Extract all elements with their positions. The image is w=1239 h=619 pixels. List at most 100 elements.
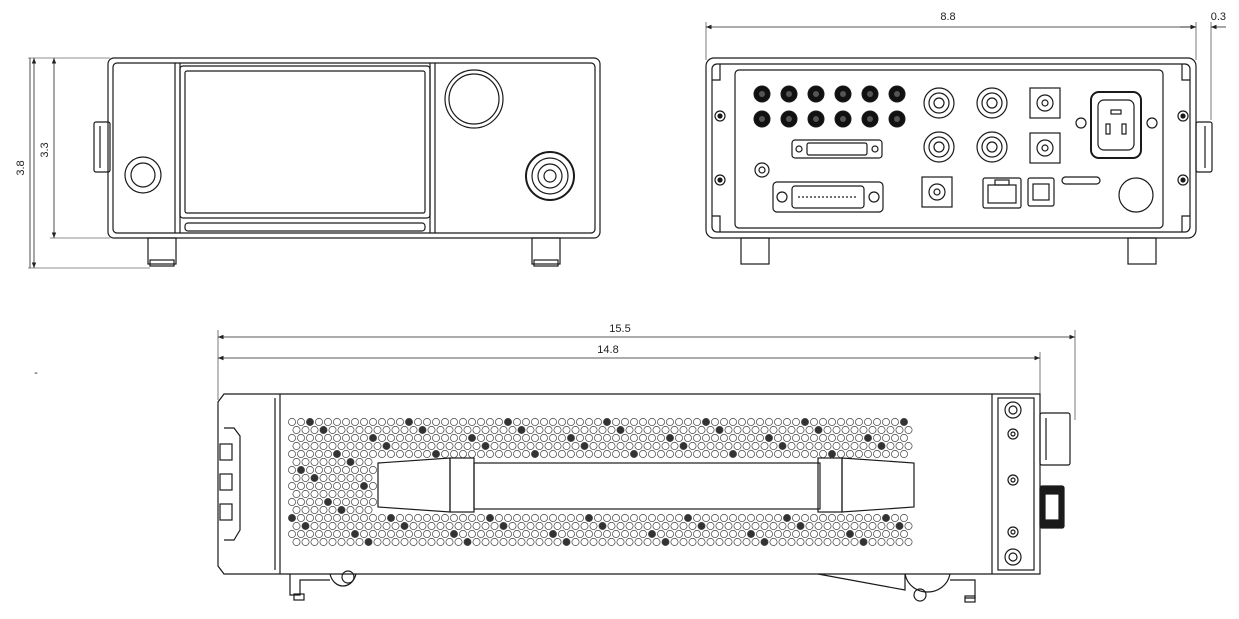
vent-hole bbox=[306, 450, 314, 458]
vent-hole bbox=[459, 418, 467, 426]
vent-hole bbox=[436, 538, 445, 546]
vent-hole bbox=[387, 450, 395, 458]
vent-hole bbox=[526, 538, 535, 546]
vent-hole bbox=[369, 498, 377, 506]
vent-hole bbox=[805, 442, 814, 450]
vent-hole bbox=[904, 522, 913, 530]
vent-hole bbox=[697, 522, 706, 530]
vent-hole bbox=[427, 538, 436, 546]
vent-hole bbox=[747, 514, 755, 522]
vent-hole bbox=[819, 434, 827, 442]
vent-hole bbox=[490, 426, 499, 434]
vent-hole bbox=[315, 514, 323, 522]
vent-hole bbox=[819, 418, 827, 426]
vent-hole bbox=[562, 426, 571, 434]
vent-hole bbox=[733, 538, 742, 546]
vent-hole bbox=[319, 458, 328, 466]
vent-hole bbox=[310, 490, 319, 498]
vent-hole bbox=[607, 442, 616, 450]
vent-hole bbox=[711, 514, 719, 522]
vent-hole bbox=[666, 450, 674, 458]
vent-hole bbox=[679, 538, 688, 546]
vent-hole bbox=[553, 538, 562, 546]
vent-hole bbox=[769, 522, 778, 530]
vent-hole bbox=[684, 530, 692, 538]
vent-hole bbox=[774, 434, 782, 442]
vent-hole bbox=[306, 482, 314, 490]
vent-hole bbox=[391, 426, 400, 434]
vent-hole bbox=[657, 530, 665, 538]
vent-hole bbox=[886, 426, 895, 434]
vent-hole bbox=[580, 426, 589, 434]
vent-hole bbox=[661, 442, 670, 450]
vent-hole bbox=[801, 450, 809, 458]
vent-hole bbox=[486, 434, 494, 442]
ventilation-grille bbox=[288, 418, 913, 546]
vent-hole bbox=[535, 522, 544, 530]
vent-hole bbox=[364, 442, 373, 450]
vent-hole bbox=[684, 418, 692, 426]
vent-hole bbox=[724, 442, 733, 450]
vent-hole bbox=[396, 514, 404, 522]
vent-hole bbox=[738, 514, 746, 522]
vent-hole bbox=[378, 418, 386, 426]
vent-hole bbox=[441, 514, 449, 522]
vent-hole bbox=[522, 530, 530, 538]
vent-hole bbox=[292, 538, 301, 546]
vent-hole bbox=[607, 426, 616, 434]
vent-hole bbox=[751, 538, 760, 546]
vent-hole bbox=[639, 418, 647, 426]
vent-hole bbox=[292, 522, 301, 530]
vent-hole bbox=[778, 522, 787, 530]
vent-hole bbox=[495, 450, 503, 458]
vent-hole bbox=[702, 418, 710, 426]
vent-hole bbox=[441, 450, 449, 458]
vent-hole bbox=[342, 530, 350, 538]
vent-hole bbox=[405, 514, 413, 522]
vent-hole bbox=[409, 442, 418, 450]
vent-hole bbox=[706, 426, 715, 434]
vent-hole bbox=[693, 514, 701, 522]
vent-hole bbox=[481, 442, 490, 450]
vent-hole bbox=[792, 434, 800, 442]
vent-hole bbox=[589, 538, 598, 546]
vent-hole bbox=[400, 538, 409, 546]
vent-hole bbox=[873, 530, 881, 538]
vent-hole bbox=[760, 442, 769, 450]
vent-hole bbox=[684, 434, 692, 442]
vent-hole bbox=[837, 530, 845, 538]
vent-hole bbox=[697, 426, 706, 434]
vent-hole bbox=[711, 434, 719, 442]
vent-hole bbox=[900, 434, 908, 442]
vent-hole bbox=[778, 538, 787, 546]
vent-hole bbox=[603, 434, 611, 442]
vent-hole bbox=[738, 434, 746, 442]
vent-hole bbox=[432, 450, 440, 458]
vent-hole bbox=[810, 418, 818, 426]
vent-hole bbox=[459, 514, 467, 522]
vent-hole bbox=[819, 450, 827, 458]
vent-hole bbox=[589, 442, 598, 450]
vent-hole bbox=[468, 418, 476, 426]
vent-hole bbox=[288, 498, 296, 506]
vent-hole bbox=[544, 426, 553, 434]
vent-hole bbox=[724, 522, 733, 530]
vent-hole bbox=[549, 434, 557, 442]
vent-hole bbox=[589, 426, 598, 434]
vent-hole bbox=[567, 450, 575, 458]
vent-hole bbox=[661, 522, 670, 530]
vent-hole bbox=[328, 426, 337, 434]
vent-hole bbox=[630, 514, 638, 522]
vent-hole bbox=[342, 418, 350, 426]
vent-hole bbox=[400, 522, 409, 530]
vent-hole bbox=[549, 418, 557, 426]
vent-hole bbox=[405, 434, 413, 442]
vent-hole bbox=[306, 498, 314, 506]
vent-hole bbox=[499, 426, 508, 434]
vent-hole bbox=[648, 514, 656, 522]
vent-hole bbox=[621, 530, 629, 538]
vent-hole bbox=[522, 450, 530, 458]
vent-hole bbox=[756, 450, 764, 458]
vent-hole bbox=[499, 538, 508, 546]
vent-hole bbox=[850, 538, 859, 546]
